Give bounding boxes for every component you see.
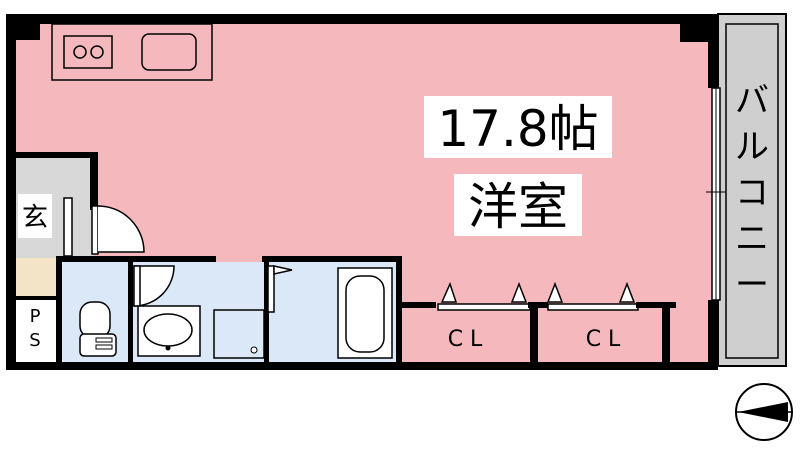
balcony-window [706,87,726,301]
kitchen-counter [51,23,213,81]
entrance-door [63,197,145,257]
walls [6,14,718,370]
washing-machine-space [213,309,265,359]
closets: C L C L [400,281,664,364]
balcony-label: バルコニー [735,81,769,305]
room-size-label: 17.8帖 [437,100,598,158]
main-room-labels: 17.8帖 洋室 [424,96,612,236]
north-arrow-icon [735,383,793,441]
toilet-icon [79,301,117,357]
bathtub-icon [337,267,393,359]
balcony: バルコニー [717,13,787,367]
sink-icon [141,33,197,71]
wash-basin-icon [137,305,201,357]
room-type-label: 洋室 [468,178,568,236]
stove-burner-icon [73,45,87,59]
entrance-label: 玄 [22,203,48,233]
stove-burner-icon [90,45,104,59]
closet-label-1: C L [448,327,483,352]
bath-door [267,265,293,313]
closet-label-2: C L [586,327,621,352]
